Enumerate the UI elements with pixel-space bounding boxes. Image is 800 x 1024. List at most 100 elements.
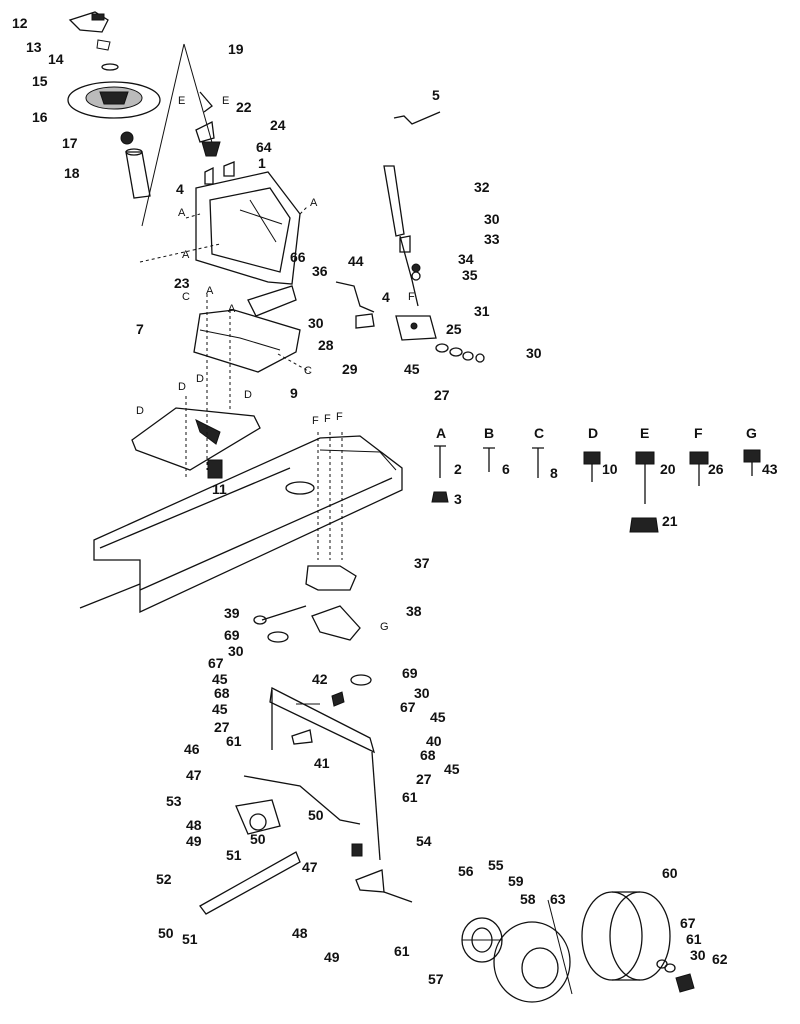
steering-wheel xyxy=(67,81,161,119)
part-label: 67 xyxy=(400,699,416,715)
legend-letter: D xyxy=(588,425,599,441)
washer xyxy=(101,63,119,71)
part-label: 1 xyxy=(258,155,266,171)
part-label: 39 xyxy=(224,605,240,621)
part-label: 50 xyxy=(308,807,324,823)
part-label: 18 xyxy=(64,165,80,181)
rod-46 xyxy=(243,775,361,825)
part-label: 27 xyxy=(214,719,230,735)
part-label: 62 xyxy=(712,951,728,967)
part-label: 15 xyxy=(32,73,48,89)
bolt-39 xyxy=(253,605,307,625)
part-label: 51 xyxy=(182,931,198,947)
callout-letter: A xyxy=(178,207,186,219)
part-label: 36 xyxy=(312,263,328,279)
part-label: 69 xyxy=(224,627,240,643)
part-label: 48 xyxy=(186,817,202,833)
part-label: 60 xyxy=(662,865,678,881)
dash-console xyxy=(195,171,301,285)
part-label: 4 xyxy=(176,181,184,197)
bolt-10-head xyxy=(583,451,601,465)
part-label: 11 xyxy=(212,481,227,497)
part-label: 55 xyxy=(488,857,504,873)
rod-36 xyxy=(335,281,375,313)
spring-5 xyxy=(393,111,441,125)
axle-bracket-37 xyxy=(305,565,357,591)
floor-plate xyxy=(131,407,261,471)
part-label: 47 xyxy=(302,859,318,875)
part-label: 61 xyxy=(402,789,418,805)
part-label: 57 xyxy=(428,971,444,987)
part-label: 50 xyxy=(250,831,266,847)
wheel-rim-63 xyxy=(493,921,571,1003)
callout-letter: C xyxy=(182,291,190,303)
clip-11 xyxy=(207,459,223,479)
callout-letter: D xyxy=(244,389,252,401)
washer xyxy=(449,347,463,357)
part-label: 56 xyxy=(458,863,474,879)
part-label: 42 xyxy=(312,671,328,687)
shift-block xyxy=(395,315,437,341)
part-label: 45 xyxy=(430,709,446,725)
washer xyxy=(664,963,676,973)
steering-shaft-tube xyxy=(125,148,151,199)
knob-44 xyxy=(399,235,411,253)
lever-53 xyxy=(235,799,281,835)
axle-54 xyxy=(355,869,413,903)
part-label: 40 xyxy=(426,733,442,749)
part-label: 41 xyxy=(314,755,330,771)
leader-line xyxy=(547,899,573,995)
grease-fitting-42 xyxy=(331,691,345,707)
drag-link-40 xyxy=(269,687,376,754)
bracket-22 xyxy=(195,91,215,143)
part-label: 38 xyxy=(406,603,422,619)
bolt-20-head xyxy=(635,451,655,465)
callout-letter: A xyxy=(228,303,236,315)
callout-letter: F xyxy=(408,291,415,303)
plate-66 xyxy=(247,285,297,317)
part-label: 43 xyxy=(762,461,778,477)
part-label: 45 xyxy=(444,761,460,777)
cap-69 xyxy=(350,674,372,686)
bushing-4 xyxy=(204,166,214,185)
bolt-26-head xyxy=(689,451,709,465)
part-label: 45 xyxy=(212,671,228,687)
part-label: 19 xyxy=(228,41,244,57)
part-label: 67 xyxy=(208,655,224,671)
part-label: 68 xyxy=(420,747,436,763)
cap-69 xyxy=(267,631,289,643)
part-label: 32 xyxy=(474,179,490,195)
legend-letter: E xyxy=(640,425,650,441)
washer xyxy=(475,353,485,363)
part-label: 64 xyxy=(256,139,272,155)
bolt-2 xyxy=(434,445,446,478)
part-label: 30 xyxy=(228,643,244,659)
part-label: 29 xyxy=(342,361,358,377)
legend-letter: B xyxy=(484,425,495,441)
callout-letter: A xyxy=(206,285,214,297)
part-label: 34 xyxy=(458,251,474,267)
part-label: 45 xyxy=(212,701,228,717)
part-label: 61 xyxy=(394,943,410,959)
part-label: 53 xyxy=(166,793,182,809)
part-label: 20 xyxy=(660,461,676,477)
part-label: 51 xyxy=(226,847,242,863)
callout-letter: A xyxy=(310,197,318,209)
callout-letter: D xyxy=(136,405,144,417)
part-label: 8 xyxy=(550,465,558,481)
part-label: 6 xyxy=(502,461,510,477)
part-label: 37 xyxy=(414,555,430,571)
part-label: 61 xyxy=(686,931,702,947)
tire-60 xyxy=(581,891,671,981)
main-frame xyxy=(79,435,403,614)
hardware-legend xyxy=(431,445,761,533)
part-label: 48 xyxy=(292,925,308,941)
bolt-8 xyxy=(532,447,544,478)
part-label: 30 xyxy=(690,947,706,963)
part-label: 54 xyxy=(416,833,432,849)
part-label: 24 xyxy=(270,117,286,133)
spindle-right xyxy=(371,751,381,861)
legend-letter: F xyxy=(694,425,703,441)
nut-3 xyxy=(431,491,449,503)
